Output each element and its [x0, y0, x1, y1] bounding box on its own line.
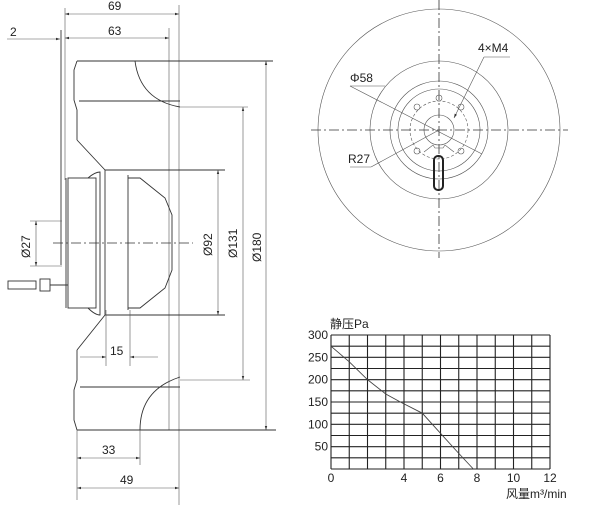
x-axis-label: 风量m³/min: [506, 487, 567, 501]
x-tick-label: 4: [401, 471, 408, 485]
x-tick-label: 6: [437, 471, 444, 485]
y-tick-label: 150: [308, 395, 328, 409]
dim-63: 63: [108, 24, 122, 38]
dim-33: 33: [102, 443, 116, 457]
pq-chart: 0 4 6 8 10 12 50 100 150 200 250 300 静压Pa 风量m³/min: [308, 317, 567, 501]
x-tick-label: 0: [328, 471, 335, 485]
chart-grid: [330, 334, 551, 470]
label-r27: R27: [348, 152, 370, 166]
dim-69: 69: [108, 0, 122, 13]
side-view: 69 63 2 Ø27 Ø92: [7, 0, 276, 505]
label-phi58: Φ58: [350, 71, 373, 85]
y-tick-label: 200: [308, 373, 328, 387]
y-axis-label: 静压Pa: [330, 317, 369, 331]
cable-slot: [433, 155, 444, 191]
y-tick-label: 100: [308, 417, 328, 431]
dim-180: Ø180: [250, 232, 264, 262]
x-tick-label: 12: [543, 471, 557, 485]
chart-ticks: 0 4 6 8 10 12 50 100 150 200 250 300: [308, 328, 557, 485]
y-tick-label: 50: [315, 440, 329, 454]
dim-2: 2: [10, 25, 17, 39]
dim-92: Ø92: [201, 233, 215, 256]
dim-131: Ø131: [226, 228, 240, 258]
dim-27: Ø27: [19, 235, 33, 258]
dim-15: 15: [110, 344, 124, 358]
x-tick-label: 10: [507, 471, 521, 485]
front-view: Φ58 4×M4 R27: [311, 0, 568, 258]
y-tick-label: 300: [308, 328, 328, 342]
mounting-holes: [413, 94, 465, 155]
pq-curve: [330, 345, 474, 470]
x-tick-label: 8: [474, 471, 481, 485]
dim-49: 49: [120, 473, 134, 487]
y-tick-label: 250: [308, 350, 328, 364]
label-4xm4: 4×M4: [478, 41, 509, 55]
